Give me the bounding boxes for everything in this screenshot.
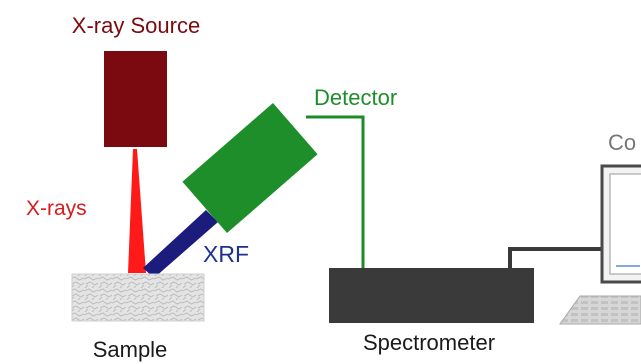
computer-keyboard (559, 295, 641, 325)
xray-beam (128, 149, 146, 273)
spectrometer (329, 268, 534, 323)
computer-label: Co (608, 130, 636, 155)
sample-label: Sample (93, 337, 168, 362)
detector-label: Detector (314, 85, 397, 110)
xrays-label: X-rays (26, 197, 87, 220)
computer-cable (508, 247, 604, 270)
detector-body (182, 102, 318, 234)
detector-wire (306, 115, 365, 270)
xrf-label: XRF (203, 241, 249, 267)
spectrometer-label: Spectrometer (363, 330, 495, 355)
computer-screen (609, 173, 641, 275)
xrf-beam (143, 210, 218, 278)
xray-source-label: X-ray Source (72, 13, 200, 38)
sample (71, 273, 205, 322)
xray-source-block (104, 51, 167, 147)
